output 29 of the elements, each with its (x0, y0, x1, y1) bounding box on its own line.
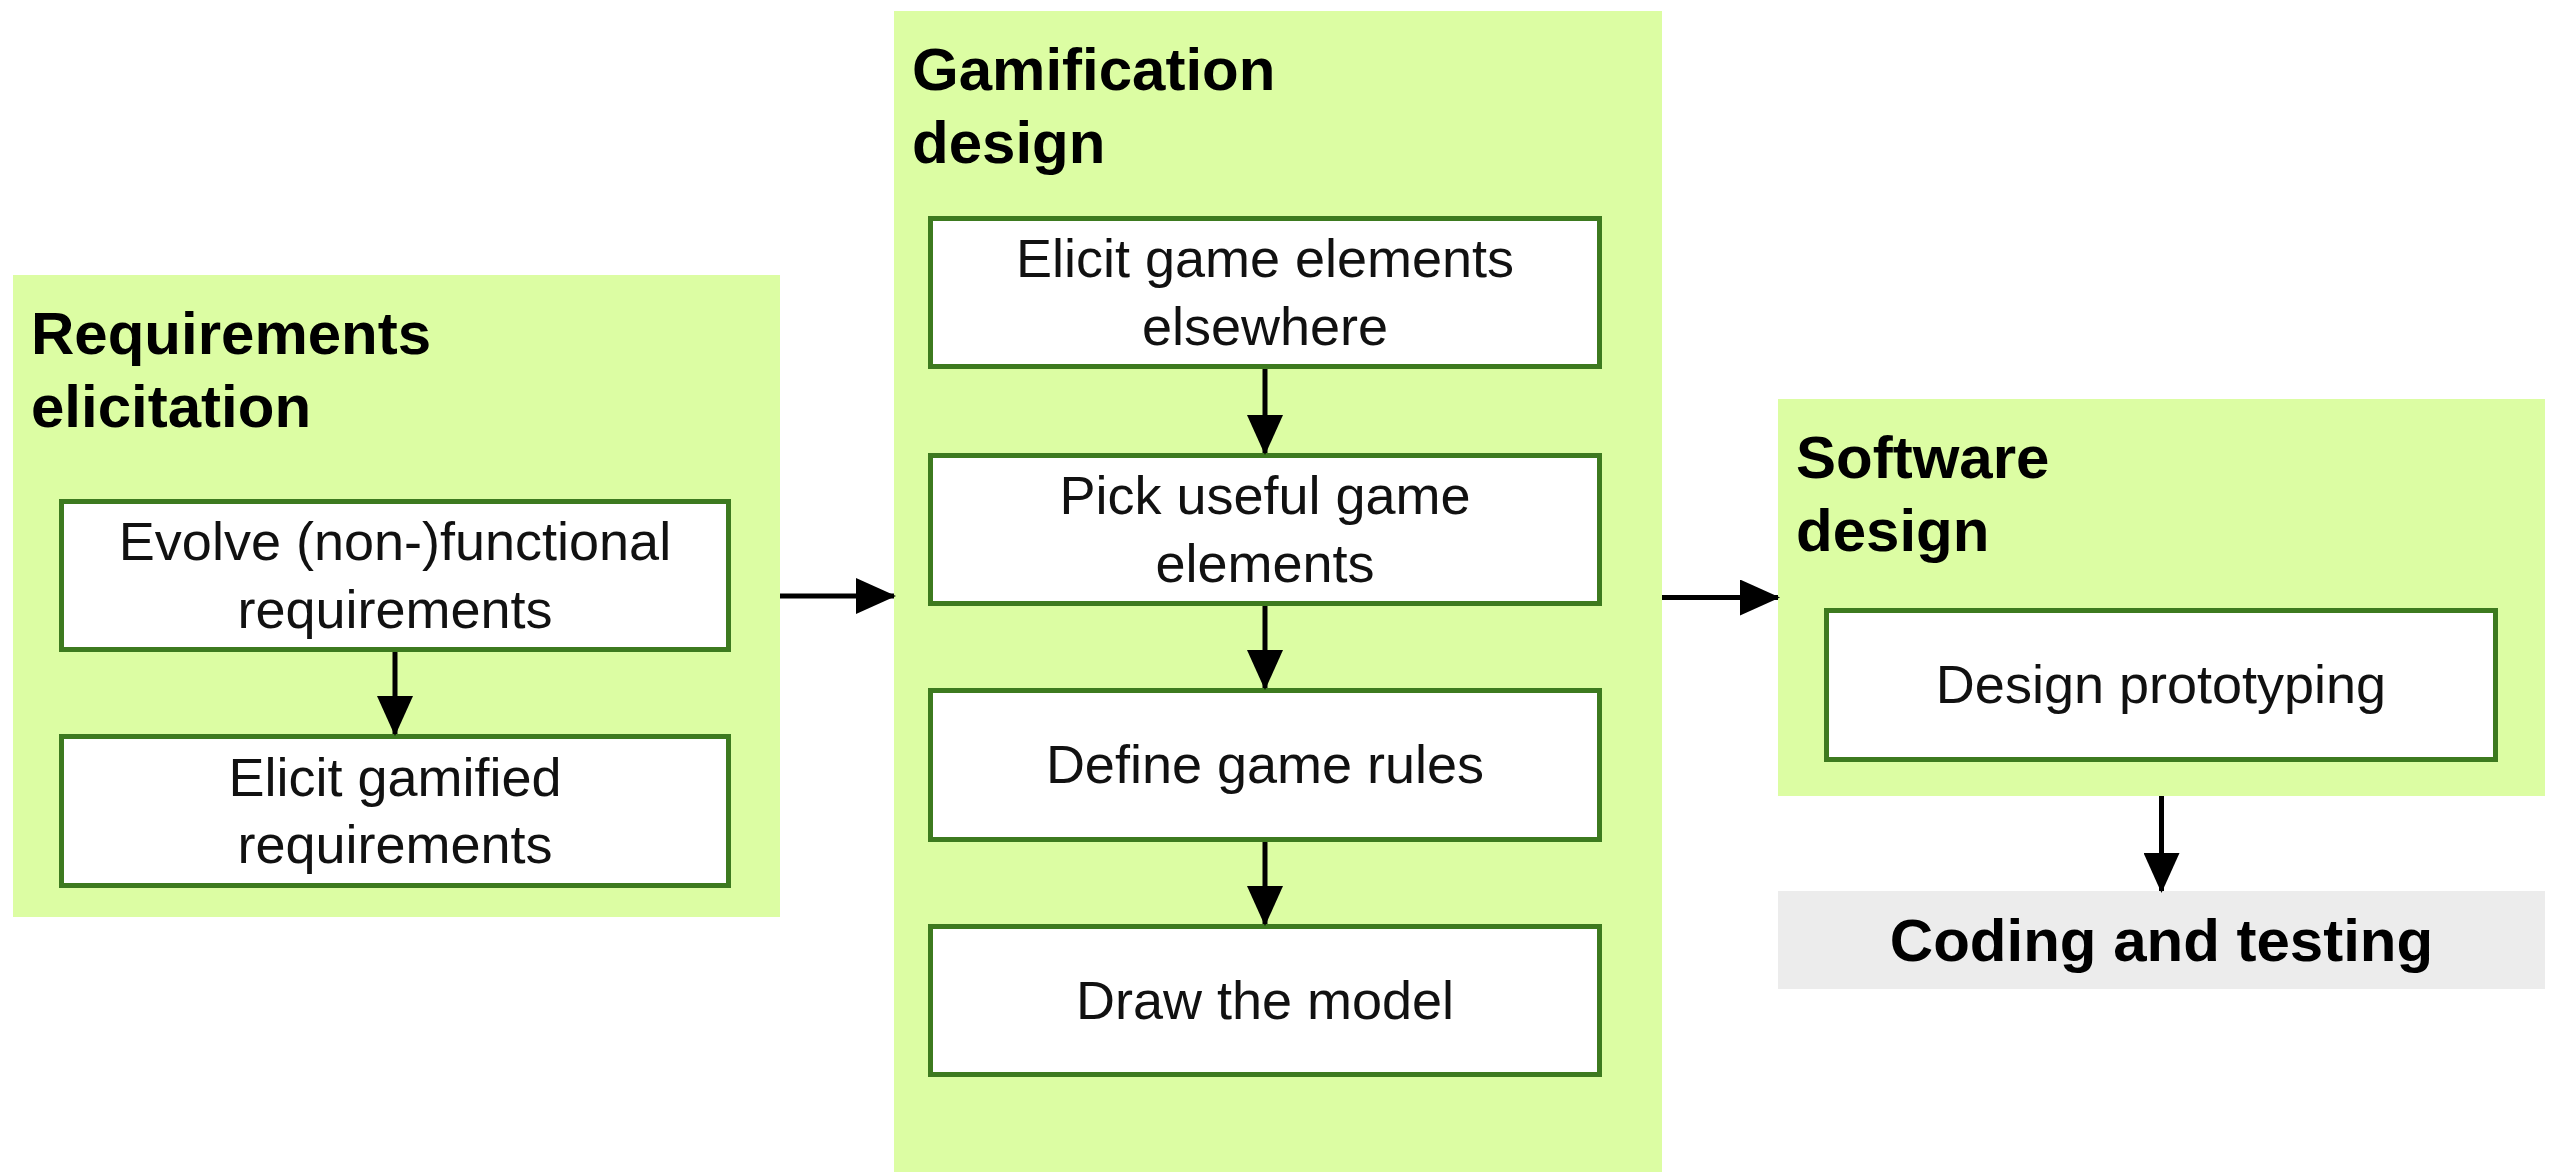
process-box (928, 453, 1602, 606)
step-label: Pick useful game elements (1058, 464, 1472, 595)
step-label: Elicit gamified requirements (227, 745, 563, 876)
stage-box (1778, 891, 2545, 989)
step-label: Define game rules (1045, 733, 1485, 797)
step-label: Elicit game elements elsewhere (1014, 227, 1516, 358)
arrow (1247, 842, 1283, 926)
stage-panel (1778, 399, 2545, 796)
stage-label: Coding and testing (1889, 905, 2434, 975)
process-box (59, 734, 731, 888)
arrow (1247, 369, 1283, 455)
panel-heading: Gamification design (912, 35, 1277, 179)
arrow (1662, 579, 1780, 616)
step-label: Design prototyping (1935, 653, 2387, 717)
panel-heading: Requirements elicitation (31, 299, 433, 443)
step-label: Evolve (non-)functional requirements (117, 510, 673, 641)
process-box (59, 499, 731, 652)
arrow (1247, 606, 1283, 690)
process-box (1824, 608, 2498, 762)
stage-panel (13, 275, 780, 917)
stage-panel (894, 11, 1662, 1172)
arrow (2143, 796, 2180, 893)
process-box (928, 216, 1602, 369)
step-label: Draw the model (1075, 968, 1455, 1032)
process-box (928, 688, 1602, 842)
arrow (780, 578, 896, 614)
panel-heading: Software design (1796, 423, 2051, 567)
arrow (377, 652, 413, 736)
process-box (928, 924, 1602, 1077)
